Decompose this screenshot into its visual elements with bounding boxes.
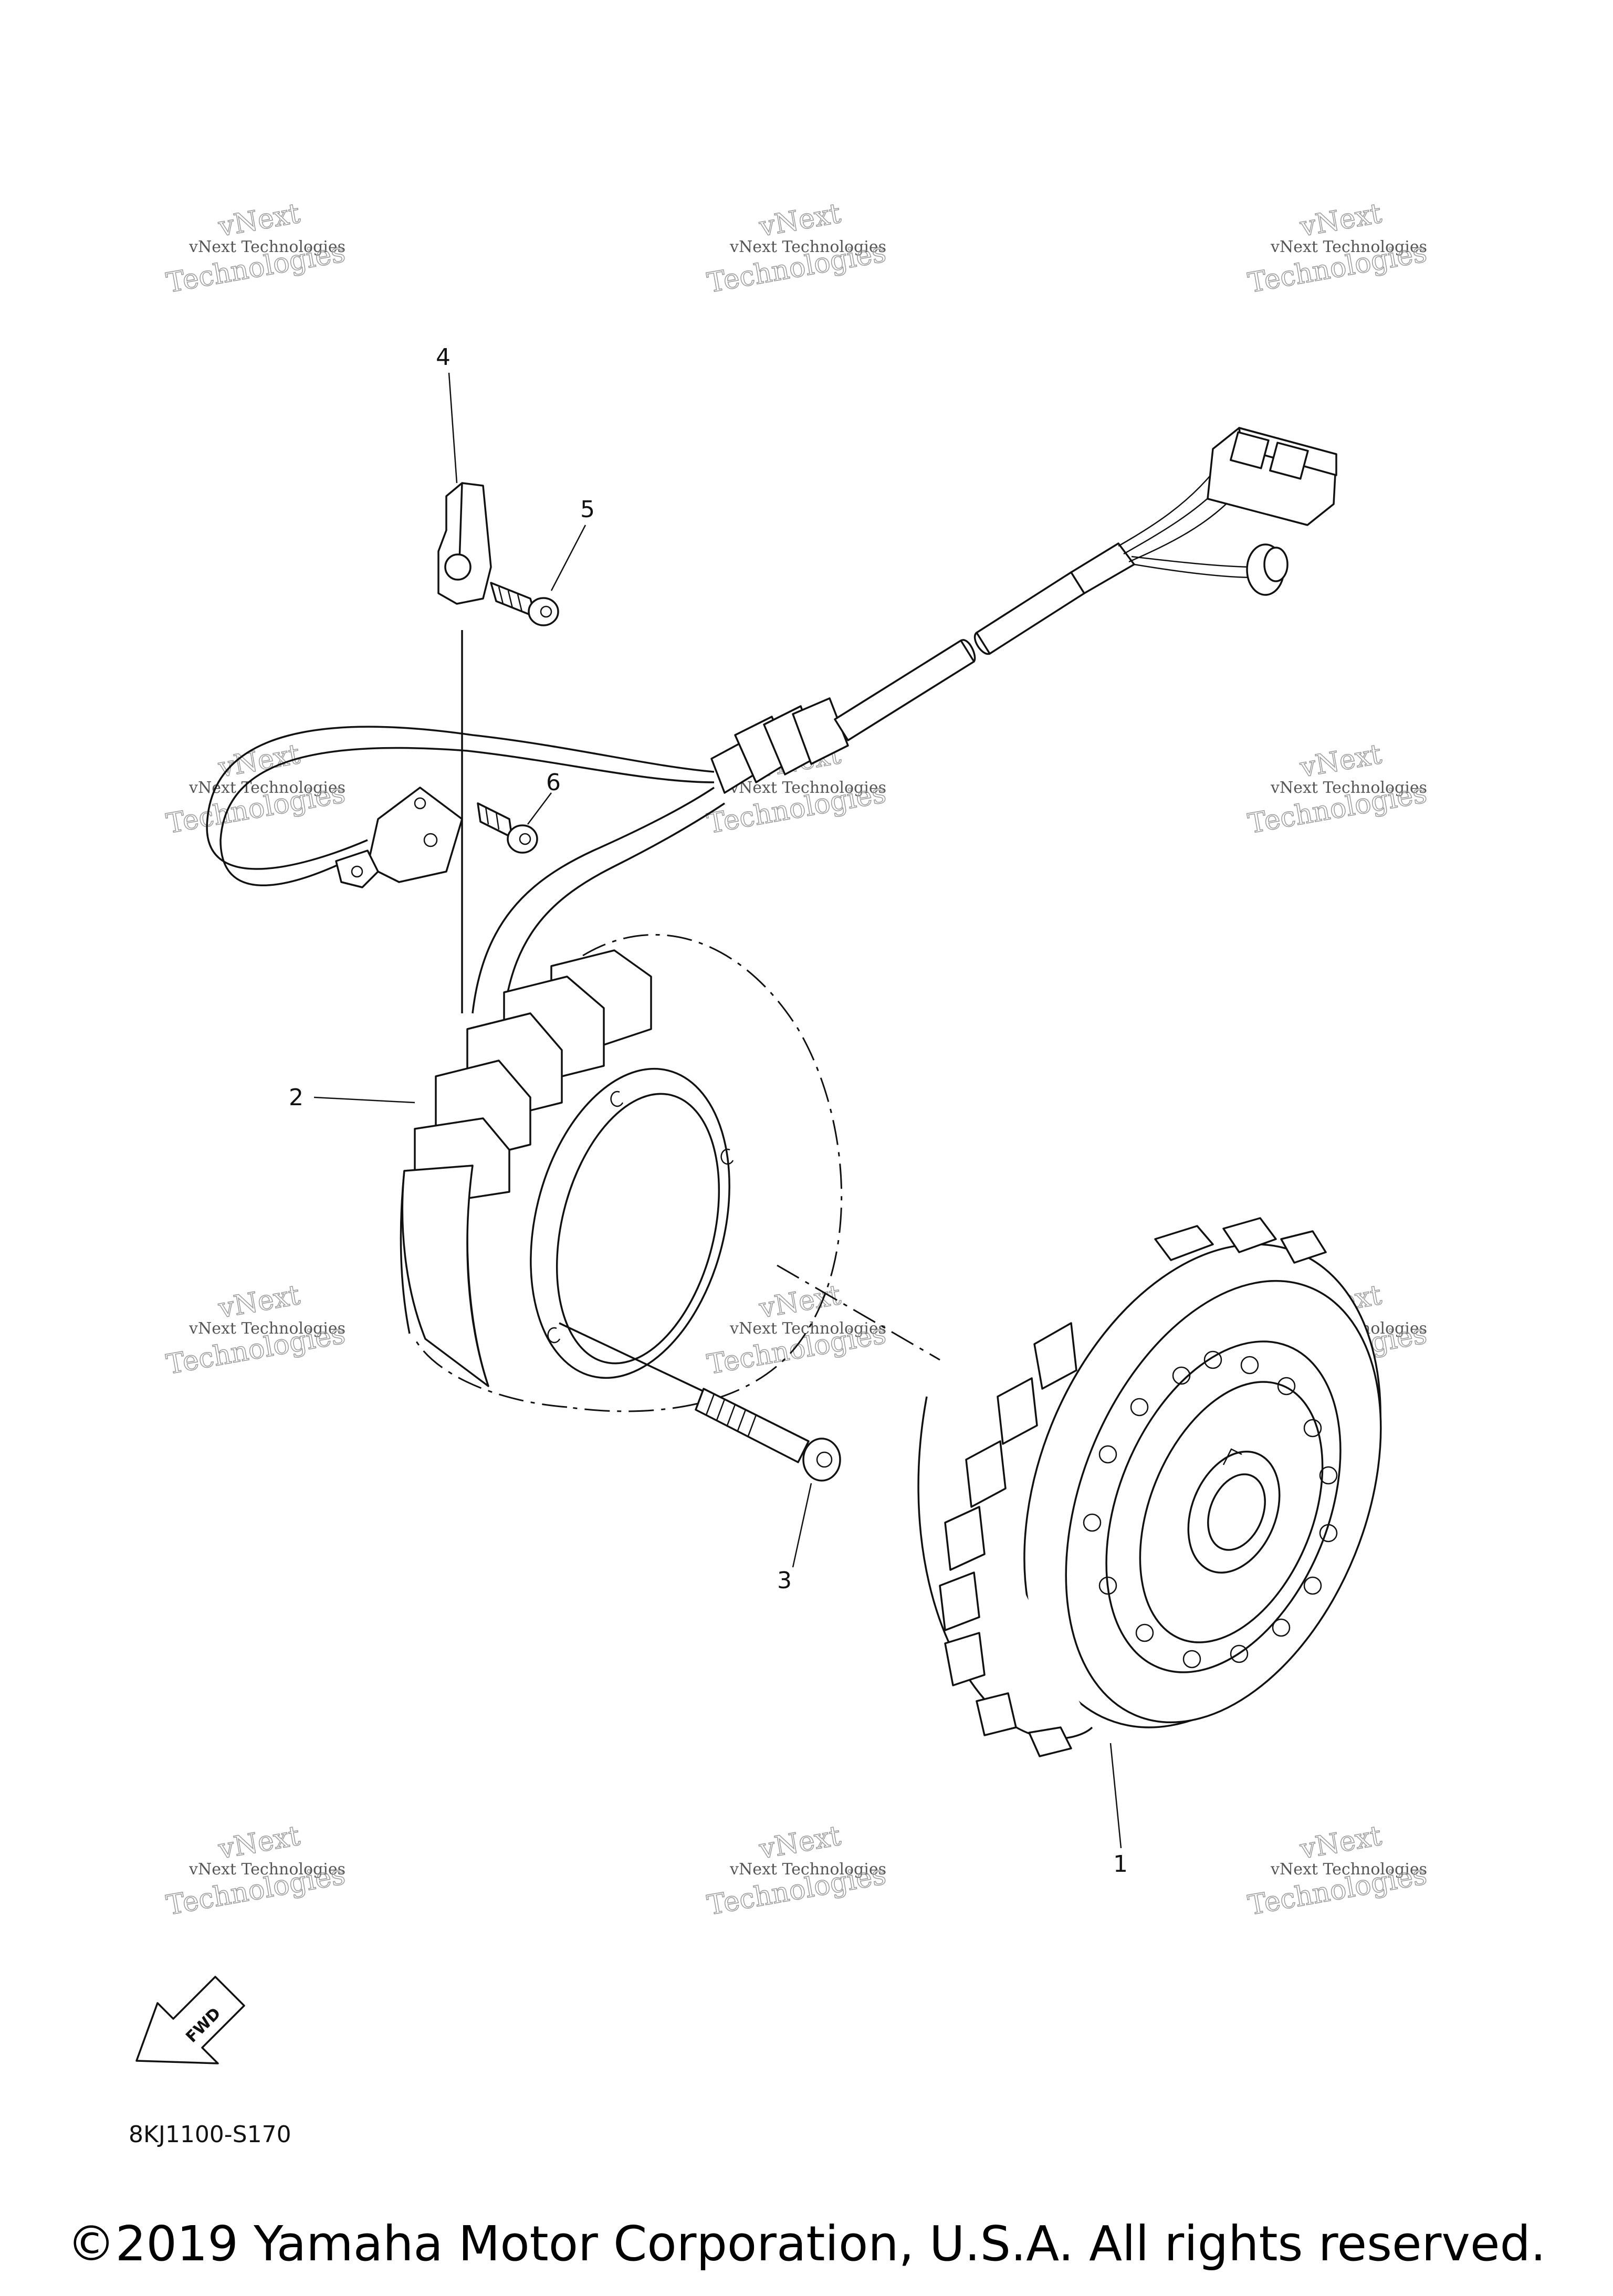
watermark: vNext Technologies Technologies vNext	[164, 1279, 348, 1381]
svg-text:vNext: vNext	[757, 198, 843, 243]
watermark: vNext Technologies Technologies vNext	[1245, 1820, 1430, 1922]
watermark: vNext Technologies Technologies vNext	[164, 1820, 348, 1922]
svg-text:vNext Technologies: vNext Technologies	[729, 1860, 886, 1879]
callout-1: 1	[1113, 1851, 1128, 1878]
leader-lines	[313, 372, 1122, 1849]
screw-5	[490, 582, 559, 626]
svg-text:vNext Technologies: vNext Technologies	[188, 1860, 345, 1879]
svg-text:vNext: vNext	[1297, 1820, 1384, 1865]
callout-5: 5	[580, 496, 595, 523]
watermark: vNext Technologies Technologies vNext	[705, 1279, 889, 1381]
copyright-notice: ©2019 Yamaha Motor Corporation, U.S.A. A…	[67, 2216, 1546, 2272]
watermark: vNext Technologies Technologies vNext	[705, 197, 889, 300]
svg-text:vNext: vNext	[757, 1280, 843, 1325]
grommet	[710, 697, 849, 794]
svg-text:vNext Technologies: vNext Technologies	[1270, 238, 1427, 256]
watermark: vNext Technologies Technologies vNext	[1245, 197, 1430, 300]
alignment-line-rotor	[777, 1264, 940, 1361]
svg-text:vNext Technologies: vNext Technologies	[1270, 1860, 1427, 1879]
svg-text:vNext Technologies: vNext Technologies	[729, 1319, 886, 1338]
svg-text:vNext: vNext	[757, 1820, 843, 1865]
callout-6: 6	[546, 769, 561, 796]
watermark: vNext Technologies Technologies vNext	[705, 1820, 889, 1922]
callout-2: 2	[289, 1084, 303, 1111]
bolt-3	[559, 1322, 841, 1482]
watermark: vNext Technologies Technologies vNext	[1245, 738, 1430, 841]
sensor-connector	[1246, 543, 1289, 596]
svg-text:vNext: vNext	[1297, 739, 1384, 784]
coupler	[1207, 427, 1337, 526]
svg-text:vNext: vNext	[216, 198, 302, 243]
svg-text:vNext: vNext	[1297, 198, 1384, 243]
wiring-harness	[206, 427, 1337, 1014]
pickup-coil	[335, 787, 463, 888]
holder-clamp	[437, 482, 492, 605]
svg-text:vNext Technologies: vNext Technologies	[188, 238, 345, 256]
svg-text:vNext: vNext	[216, 1820, 302, 1865]
callout-3: 3	[777, 1567, 792, 1594]
screw-6	[477, 802, 538, 854]
diagram-code: 8KJ1100-S170	[129, 2121, 291, 2148]
callout-4: 4	[436, 344, 451, 371]
svg-text:vNext Technologies: vNext Technologies	[188, 1319, 345, 1338]
rotor-flywheel	[917, 1217, 1382, 1757]
watermark: vNext Technologies Technologies vNext	[164, 197, 348, 300]
svg-text:vNext Technologies: vNext Technologies	[1270, 779, 1427, 797]
svg-text:vNext: vNext	[216, 1280, 302, 1325]
fwd-arrow-icon: FWD	[135, 1976, 245, 2064]
svg-text:vNext Technologies: vNext Technologies	[729, 238, 886, 256]
stator	[400, 934, 843, 1412]
